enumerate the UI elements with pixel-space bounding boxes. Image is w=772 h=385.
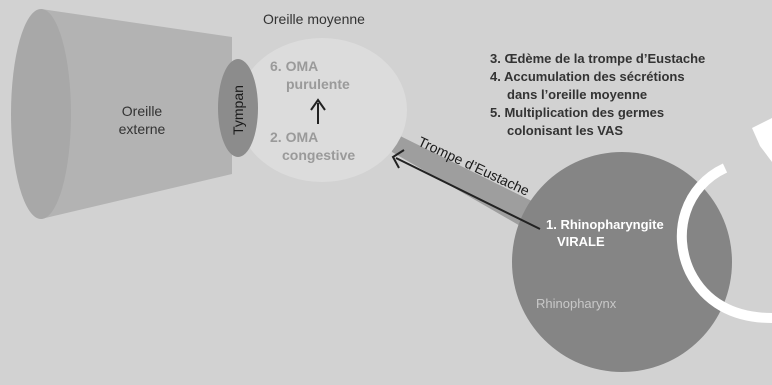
oma-congestive-label-2: congestive: [282, 147, 355, 163]
eustachian-tube-shape: [388, 130, 560, 242]
rhinopharyngite-label-2: VIRALE: [557, 234, 605, 249]
step-4: 4. Accumulation des sécrétions: [490, 69, 685, 84]
outer-ear-label-2: externe: [119, 121, 166, 137]
middle-ear-title: Oreille moyenne: [263, 11, 365, 27]
middle-ear-shape: [237, 38, 407, 182]
tube-arrow-head: [391, 149, 405, 169]
step-3: 3. Œdème de la trompe d’Eustache: [490, 51, 705, 66]
step-4-cont: dans l’oreille moyenne: [507, 87, 647, 102]
rhinopharynx-label: Rhinopharynx: [536, 296, 617, 311]
tympan-shape: [218, 59, 258, 157]
rhinopharyngite-label: 1. Rhinopharyngite: [546, 217, 664, 232]
step-5-cont: colonisant les VAS: [507, 123, 623, 138]
oma-purulente-label-2: purulente: [286, 76, 350, 92]
decorative-arc-top: [752, 118, 772, 162]
outer-ear-label: Oreille: [122, 103, 163, 119]
outer-ear-opening: [11, 9, 71, 219]
decorative-arc: [676, 163, 772, 323]
tube-arrow: [395, 157, 541, 230]
tympan-label: Tympan: [230, 85, 246, 135]
rhinopharynx-shape: [512, 152, 732, 372]
oma-purulente-label: 6. OMA: [270, 58, 318, 74]
oma-congestive-label: 2. OMA: [270, 129, 318, 145]
step-5: 5. Multiplication des germes: [490, 105, 664, 120]
outer-ear-shape: [24, 9, 232, 219]
progression-arrow-head: [310, 98, 326, 111]
